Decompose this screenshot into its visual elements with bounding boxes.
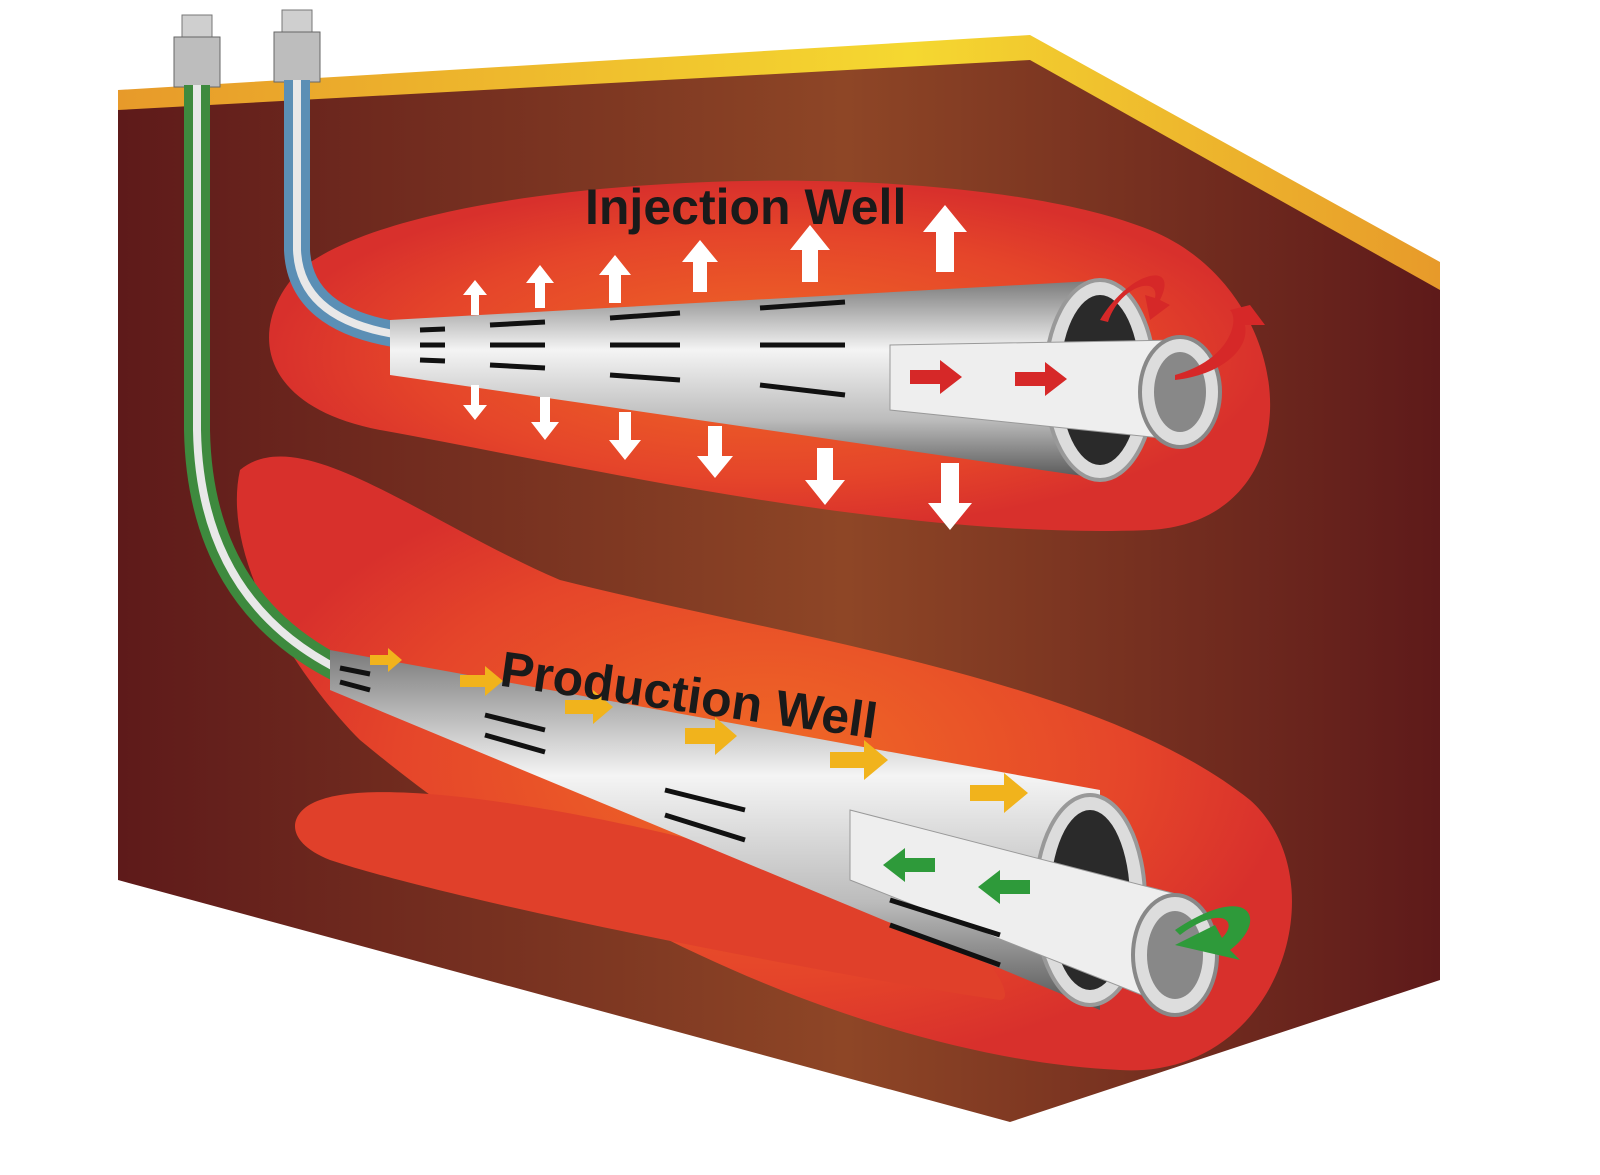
injection-flow-arrows bbox=[910, 275, 1265, 396]
wellhead-injection bbox=[273, 9, 321, 83]
injection-well-liner bbox=[390, 280, 1110, 480]
ground-surface bbox=[118, 35, 1440, 292]
wellhead-production bbox=[173, 14, 221, 88]
injection-slots bbox=[419, 299, 846, 398]
return-flow-arrows bbox=[883, 848, 1251, 960]
production-slots bbox=[339, 665, 1001, 968]
heat-flow-arrows bbox=[463, 205, 972, 530]
heat-zone-lower bbox=[295, 792, 1006, 1000]
injection-well-label: Injection Well bbox=[585, 179, 907, 235]
production-flow-arrows bbox=[370, 648, 1028, 813]
